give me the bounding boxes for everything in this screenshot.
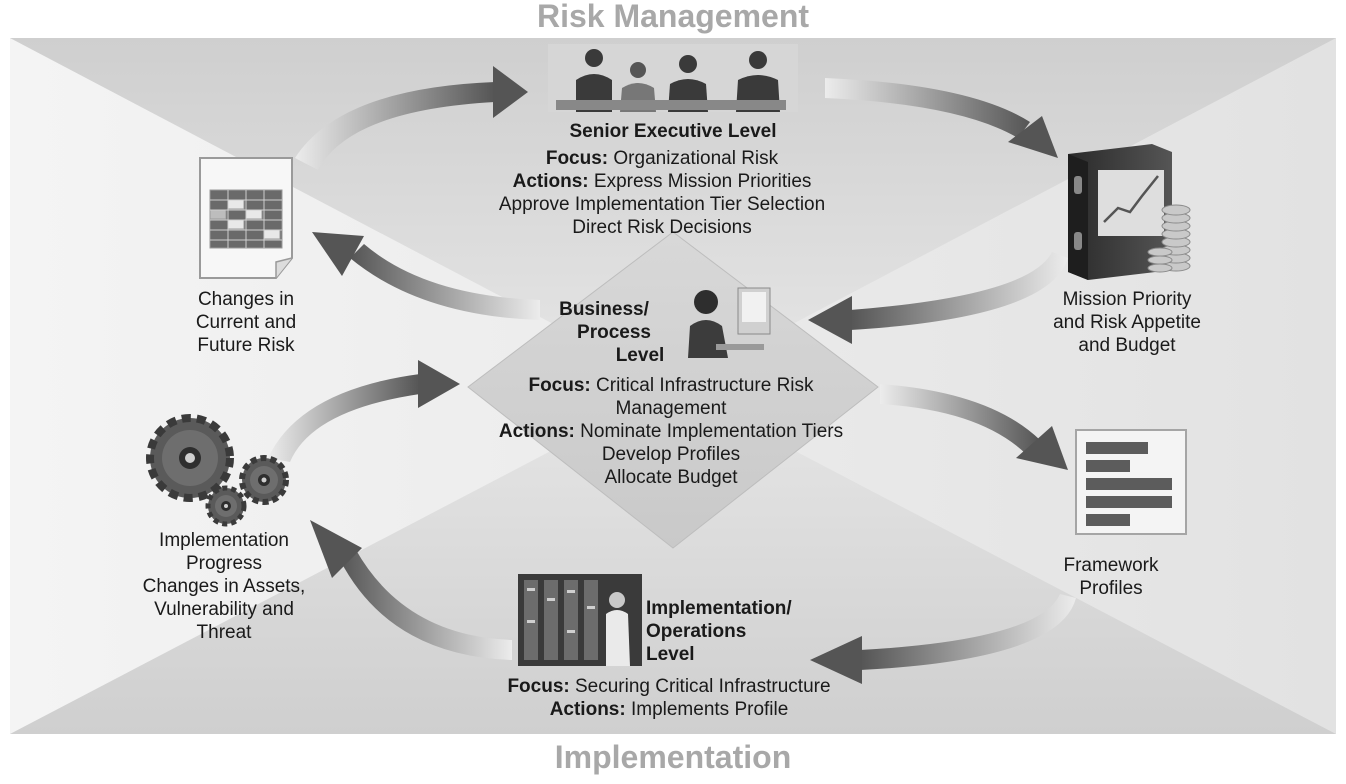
changes-risk-label: Changes in Current and Future Risk — [196, 289, 296, 356]
implementation-progress-line-5: Threat — [197, 622, 253, 643]
flow-arrows — [268, 66, 1076, 684]
business-actions-label: Actions: — [499, 421, 575, 442]
business-action-2: Develop Profiles — [602, 444, 740, 465]
business-focus-label: Focus: — [528, 375, 590, 396]
operations-block: Implementation/ Operations Level Focus: … — [507, 598, 830, 720]
senior-focus-line: Focus: Organizational Risk — [546, 148, 779, 169]
implementation-progress-label: Implementation Progress Changes in Asset… — [143, 530, 306, 643]
executive-meeting-image — [548, 44, 798, 112]
mission-priority-line-1: Mission Priority — [1063, 289, 1192, 310]
implementation-progress-line-4: Vulnerability and — [154, 599, 294, 620]
operations-heading-3: Level — [646, 644, 695, 665]
business-heading-1: Business/ — [559, 299, 649, 320]
implementation-progress-line-2: Progress — [186, 553, 262, 574]
senior-focus-text: Organizational Risk — [613, 148, 778, 169]
business-focus-text: Critical Infrastructure Risk — [596, 375, 814, 396]
business-level-diamond — [467, 231, 879, 549]
arrow-risk-to-senior — [295, 66, 528, 170]
operations-focus-text: Securing Critical Infrastructure — [575, 676, 831, 697]
framework-profiles-line-2: Profiles — [1079, 578, 1142, 599]
senior-actions-text: Express Mission Priorities — [594, 171, 812, 192]
binder-chart-icon — [1068, 144, 1191, 280]
implementation-progress-line-1: Implementation — [159, 530, 289, 551]
operations-focus-label: Focus: — [507, 676, 569, 697]
operations-actions-line: Actions: Implements Profile — [550, 699, 789, 720]
business-focus-2: Management — [616, 398, 728, 419]
arrow-business-to-risk — [312, 232, 540, 320]
operations-actions-label: Actions: — [550, 699, 626, 720]
business-focus-line: Focus: Critical Infrastructure Risk — [528, 375, 814, 396]
risk-document-icon — [199, 157, 293, 279]
implementation-progress-line-3: Changes in Assets, — [143, 576, 306, 597]
changes-risk-line-1: Changes in — [198, 289, 294, 310]
business-person-image — [688, 287, 771, 358]
senior-action-3: Direct Risk Decisions — [572, 217, 751, 238]
arrow-framework-to-operations — [810, 594, 1076, 684]
senior-executive-block: Senior Executive Level Focus: Organizati… — [499, 121, 825, 238]
business-actions-line: Actions: Nominate Implementation Tiers — [499, 421, 843, 442]
senior-action-2: Approve Implementation Tier Selection — [499, 194, 825, 215]
changes-risk-line-2: Current and — [196, 312, 296, 333]
business-action-3: Allocate Budget — [604, 467, 738, 488]
implementation-title: Implementation — [555, 739, 791, 775]
operations-focus-line: Focus: Securing Critical Infrastructure — [507, 676, 830, 697]
arrow-senior-to-mission — [825, 78, 1058, 158]
changes-risk-line-3: Future Risk — [197, 335, 295, 356]
mission-priority-line-3: and Budget — [1078, 335, 1176, 356]
business-process-block: Business/ Process Level Focus: Critical … — [499, 299, 843, 488]
business-actions-text: Nominate Implementation Tiers — [580, 421, 843, 442]
senior-actions-label: Actions: — [513, 171, 589, 192]
senior-actions-line: Actions: Express Mission Priorities — [513, 171, 812, 192]
operations-actions-text: Implements Profile — [631, 699, 788, 720]
risk-management-title: Risk Management — [537, 0, 809, 34]
framework-profiles-line-1: Framework — [1063, 555, 1159, 576]
senior-focus-label: Focus: — [546, 148, 608, 169]
mission-priority-line-2: and Risk Appetite — [1053, 312, 1201, 333]
operations-heading-1: Implementation/ — [646, 598, 792, 619]
arrow-operations-to-progress — [310, 520, 512, 660]
business-heading-3: Level — [616, 345, 665, 366]
gears-icon — [146, 414, 289, 527]
arrow-mission-to-business — [808, 252, 1068, 344]
senior-heading: Senior Executive Level — [570, 121, 777, 142]
framework-profiles-label: Framework Profiles — [1063, 555, 1159, 599]
arrow-business-to-framework — [880, 384, 1068, 470]
arrow-progress-to-business — [268, 360, 460, 462]
framework-profiles-icon — [1075, 429, 1187, 535]
operations-heading-2: Operations — [646, 621, 746, 642]
business-heading-2: Process — [577, 322, 651, 343]
mission-priority-label: Mission Priority and Risk Appetite and B… — [1053, 289, 1201, 356]
server-room-image — [518, 574, 642, 666]
